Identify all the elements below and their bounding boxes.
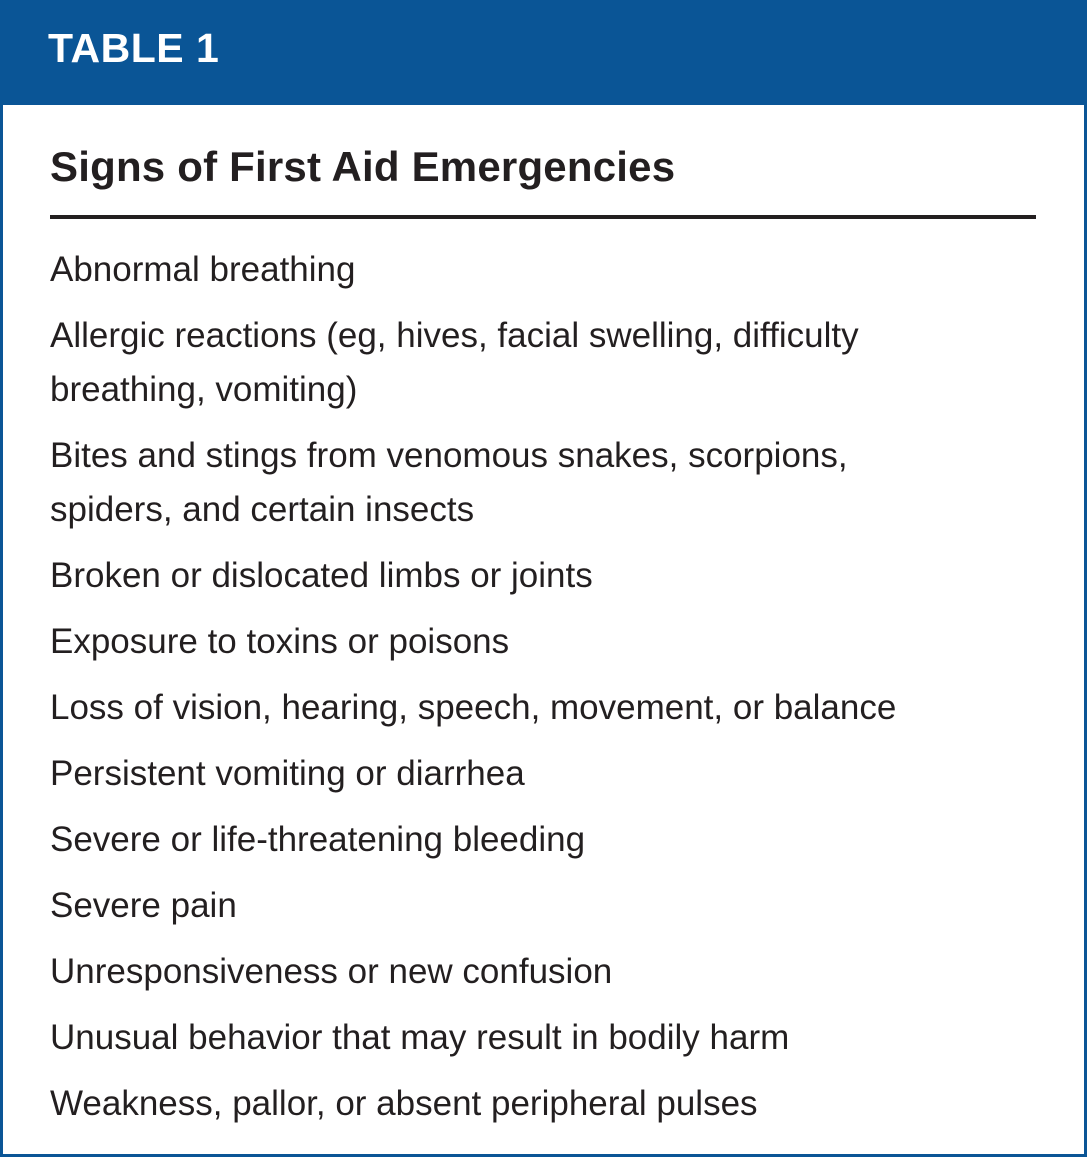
- list-item: Broken or dislocated limbs or joints: [50, 556, 593, 596]
- emergency-signs-list: Abnormal breathing Allergic reactions (e…: [50, 243, 1036, 1131]
- list-item: Severe pain: [50, 886, 237, 926]
- list-item: Severe or life-threatening bleeding: [50, 820, 586, 860]
- list-item: Unresponsiveness or new confusion: [50, 952, 613, 992]
- table-body: Signs of First Aid Emergencies Abnormal …: [3, 105, 1084, 1131]
- table-label: TABLE 1: [48, 24, 220, 71]
- list-item: Bites and stings from venomous snakes, s…: [50, 436, 848, 530]
- list-item: Weakness, pallor, or absent peripheral p…: [50, 1084, 758, 1124]
- title-divider: [50, 215, 1036, 220]
- list-item: Abnormal breathing: [50, 250, 356, 290]
- list-item: Persistent vomiting or diarrhea: [50, 754, 525, 794]
- table-title: Signs of First Aid Emergencies: [50, 143, 676, 190]
- list-item: Unusual behavior that may result in bodi…: [50, 1018, 790, 1058]
- list-item: Loss of vision, hearing, speech, movemen…: [50, 688, 897, 728]
- list-item: Allergic reactions (eg, hives, facial sw…: [50, 316, 859, 410]
- table-header: TABLE 1: [3, 3, 1084, 105]
- list-item: Exposure to toxins or poisons: [50, 622, 510, 662]
